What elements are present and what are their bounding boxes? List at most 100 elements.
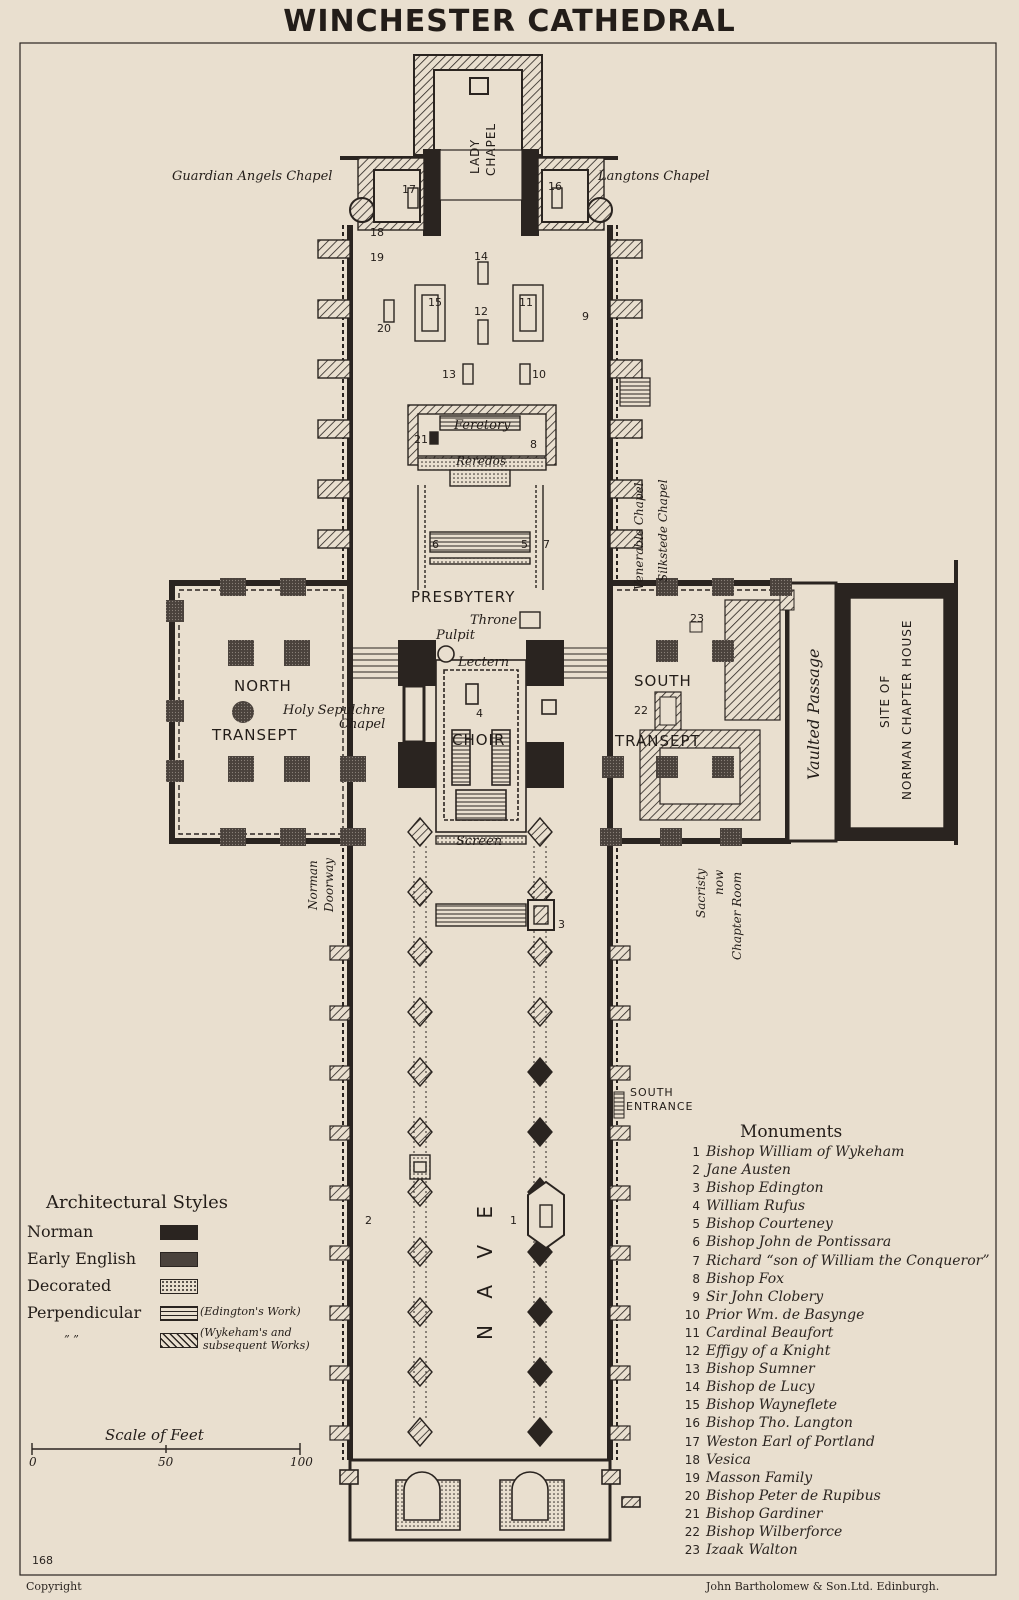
monument-name: Bishop Tho. Langton (706, 1415, 853, 1432)
label-south-entrance-2: ENTRANCE (626, 1100, 694, 1113)
monument-name: Bishop Edington (706, 1180, 824, 1197)
monument-name: Sir John Clobery (706, 1288, 824, 1305)
label-presbytery: PRESBYTERY (411, 588, 516, 606)
plan-number-21: 21 (414, 433, 428, 446)
label-doorway: Doorway (322, 857, 336, 912)
monument-number: 8 (692, 1271, 700, 1286)
monument-number: 3 (692, 1181, 700, 1196)
monument-number: 12 (684, 1344, 700, 1359)
east-end (340, 54, 618, 236)
map-title: WINCHESTER CATHEDRAL (283, 4, 736, 39)
plan-number-12: 12 (474, 305, 488, 318)
north-transept-piers (166, 578, 366, 846)
monument-number: 20 (684, 1488, 700, 1503)
plan-number-9: 9 (582, 310, 589, 323)
legend-edington: (Edington's Work) (200, 1305, 301, 1318)
plan-number-14: 14 (474, 250, 488, 263)
legend-ditto: ” ” (64, 1333, 79, 1346)
scale-title: Scale of Feet (105, 1426, 204, 1444)
monument-name: Bishop Fox (706, 1270, 785, 1287)
plan-number-10: 10 (532, 368, 546, 381)
chapter-house-site (779, 560, 958, 845)
legend-norman-swatch (160, 1225, 198, 1240)
plan-number-15: 15 (428, 296, 442, 309)
scale-bar (31, 1443, 301, 1455)
feretory-screen (407, 404, 557, 487)
legend-decorated-swatch (160, 1279, 198, 1294)
monument-number: 23 (684, 1543, 700, 1558)
monument-number: 19 (684, 1470, 700, 1485)
monument-number: 17 (684, 1434, 700, 1449)
label-site-of: SITE OF (878, 674, 892, 728)
monument-name: Jane Austen (706, 1162, 791, 1179)
monument-name: Prior Wm. de Basynge (706, 1306, 865, 1323)
scale-tick-100: 100 (290, 1455, 313, 1469)
monument-name: Bishop Sumner (706, 1361, 815, 1378)
plan-number-8: 8 (530, 438, 537, 451)
scale-tick-50: 50 (158, 1455, 174, 1469)
label-south-entrance-1: SOUTH (630, 1086, 674, 1099)
crossing-piers (398, 640, 564, 788)
presbytery-walls (342, 225, 618, 580)
plan-number-11: 11 (519, 296, 533, 309)
label-holy-sepulchre-chapel: Chapel (339, 717, 386, 732)
monument-item: 18 Vesica (672, 1451, 990, 1469)
monument-number: 22 (684, 1524, 700, 1539)
scale-tick-0: 0 (29, 1455, 37, 1469)
label-lady-chapel-1: LADY (468, 138, 482, 174)
monument-number: 10 (684, 1307, 700, 1322)
south-entrance-door (613, 1091, 625, 1119)
label-north-transept: TRANSEPT (212, 726, 298, 744)
legend-wykeham-swatch (160, 1333, 198, 1348)
monument-name: Weston Earl of Portland (706, 1433, 875, 1450)
label-north: NORTH (234, 677, 292, 695)
monument-number: 14 (684, 1380, 700, 1395)
monument-name: Izaak Walton (706, 1542, 798, 1559)
monument-item: 13 Bishop Sumner (672, 1360, 990, 1378)
label-langtons-chapel: Langtons Chapel (598, 169, 710, 184)
plan-number-20: 20 (377, 322, 391, 335)
nave-walls (342, 841, 618, 1460)
legend-perpendicular-swatch (160, 1306, 198, 1321)
plan-number-16: 16 (548, 180, 562, 193)
label-holy-sepulchre: Holy Sepulchre (283, 703, 385, 718)
west-front (339, 1458, 641, 1542)
nave-screens (409, 835, 565, 1250)
copyright-text: Copyright (26, 1580, 82, 1593)
monument-number: 18 (684, 1452, 700, 1467)
label-south-transept: TRANSEPT (615, 732, 701, 750)
label-reredos: Reredos (456, 454, 507, 468)
label-norman-chapter-house: NORMAN CHAPTER HOUSE (900, 619, 914, 800)
legend-perpendicular-label: Perpendicular (27, 1303, 142, 1322)
legend-early-english-swatch (160, 1252, 198, 1267)
monument-name: Richard “son of William the Conqueror” (706, 1252, 990, 1269)
legend-title: Architectural Styles (46, 1192, 229, 1213)
publisher-text: John Bartholomew & Son.Ltd. Edinburgh. (706, 1580, 940, 1593)
label-vaulted-passage: Vaulted Passage (804, 648, 823, 780)
monument-number: 5 (692, 1217, 700, 1232)
monument-item: 23 Izaak Walton (672, 1541, 990, 1559)
legend-decorated-label: Decorated (27, 1276, 112, 1295)
monument-name: Masson Family (706, 1469, 813, 1486)
legend-wykeham-1: (Wykeham's and (200, 1326, 292, 1339)
monument-number: 9 (692, 1289, 700, 1304)
plan-number-5: 5 (521, 538, 528, 551)
label-throne: Throne (470, 613, 518, 628)
monument-name: Vesica (706, 1451, 751, 1468)
label-norman: Norman (306, 860, 320, 910)
label-lady-chapel-2: CHAPEL (484, 122, 498, 176)
plan-number-7: 7 (543, 538, 550, 551)
label-silkstede-chapel: Silkstede Chapel (656, 479, 670, 582)
monument-number: 13 (684, 1362, 700, 1377)
monument-name: Bishop Wayneflete (706, 1397, 838, 1414)
monument-item: 14 Bishop de Lucy (672, 1378, 990, 1396)
monument-name: Bishop de Lucy (706, 1379, 815, 1396)
monument-name: William Rufus (706, 1198, 806, 1215)
